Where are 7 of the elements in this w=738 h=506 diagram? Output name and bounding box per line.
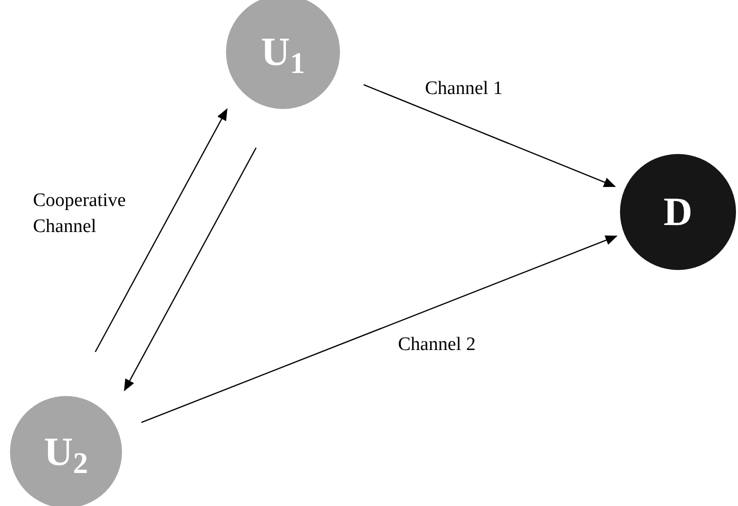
- node-label: D: [664, 192, 692, 232]
- node-label: U$_{1}$: [261, 32, 305, 72]
- arrow: [124, 147, 257, 392]
- arrow: [141, 235, 618, 423]
- arrow: [94, 108, 228, 352]
- arrow: [363, 84, 616, 188]
- node-label: U$_{2}$: [44, 432, 88, 472]
